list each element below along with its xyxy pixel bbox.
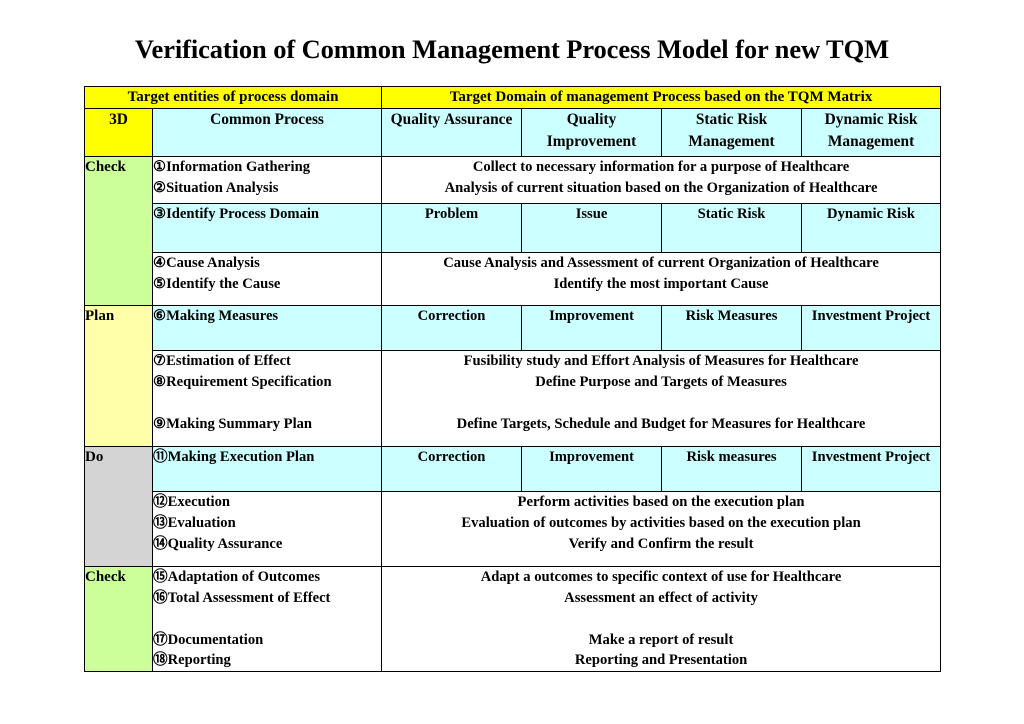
process-item: ⑯Total Assessment of Effect [153, 590, 331, 607]
description-line: Assessment an effect of activity [564, 590, 758, 607]
description-line: Cause Analysis and Assessment of current… [443, 255, 879, 272]
check1-cell-static-risk: Static Risk [661, 203, 803, 254]
plan-cell-risk-measures: Risk Measures [661, 305, 803, 352]
check1-row3-description: Cause Analysis and Assessment of current… [381, 252, 942, 307]
process-item: ⑮Adaptation of Outcomes [153, 569, 321, 586]
description-line: Verify and Confirm the result [568, 535, 754, 552]
header-col-3d: 3D [84, 108, 153, 158]
do-cell-correction: Correction [381, 446, 523, 493]
check1-row3: ④Cause Analysis ⑤Identify the Cause Caus… [85, 252, 942, 307]
check2-row1-description: Adapt a outcomes to specific context of … [381, 566, 942, 673]
plan-cell-investment-project: Investment Project [801, 305, 942, 352]
header-col-dr-line1: Dynamic Risk [824, 111, 918, 129]
phase-label-check-1: Check [84, 156, 153, 307]
header-col-dynamic-risk: Dynamic Risk Management [801, 108, 942, 158]
description-line: Fusibility study and Effort Analysis of … [463, 353, 859, 370]
process-item: ⑫Execution [153, 494, 231, 511]
do-row1-processes: ⑪Making Execution Plan [151, 446, 383, 493]
description-line: Define Targets, Schedule and Budget for … [456, 415, 866, 432]
do-cell-risk-measures: Risk measures [661, 446, 803, 493]
check1-cell-dynamic-risk: Dynamic Risk [801, 203, 942, 254]
process-item: ②Situation Analysis [153, 180, 279, 197]
header-col-static-risk: Static Risk Management [661, 108, 803, 158]
spacer-line [153, 609, 381, 630]
header-column-row: 3D Common Process Quality Assurance Qual… [84, 108, 942, 158]
description-line: Perform activities based on the executio… [517, 494, 805, 511]
header-col-qa-line2: Assurance [443, 111, 513, 129]
header-col-sr-line1: Static Risk [695, 111, 768, 129]
spacer-line [382, 393, 940, 414]
tqm-matrix-table: Target entities of process domain Target… [83, 85, 942, 673]
check1-row1-description: Collect to necessary information for a p… [381, 156, 942, 205]
header-col-qa-line1: Quality [390, 111, 441, 129]
check1-row3-processes: ④Cause Analysis ⑤Identify the Cause [151, 252, 383, 307]
spacer-line [153, 393, 381, 414]
process-item: ⑥Making Measures [153, 308, 279, 325]
description-line: Evaluation of outcomes by activities bas… [461, 515, 861, 532]
process-item: ⑰Documentation [153, 631, 264, 648]
description-line: Adapt a outcomes to specific context of … [480, 569, 842, 586]
header-group-row: Target entities of process domain Target… [83, 85, 942, 110]
process-item: ⑬Evaluation [153, 515, 236, 532]
spacer-line [382, 609, 940, 630]
plan-row2-processes: ⑦Estimation of Effect ⑧Requirement Speci… [151, 350, 383, 448]
check1-row1: Check ①Information Gathering ②Situation … [84, 156, 942, 307]
check1-cell-problem: Problem [381, 203, 523, 254]
header-col-qi-line1: Quality [566, 111, 617, 129]
header-col-dr-line2: Management [827, 133, 915, 151]
description-line: Identify the most important Cause [553, 276, 769, 293]
do-row2-processes: ⑫Execution ⑬Evaluation ⑭Quality Assuranc… [151, 491, 383, 568]
check1-cell-issue: Issue [521, 203, 663, 254]
header-col-qi-line2: Improvement [546, 133, 637, 151]
do-cell-improvement: Improvement [521, 446, 663, 493]
process-item: ⑭Quality Assurance [153, 535, 283, 552]
phase-label-do: Do [84, 446, 153, 568]
header-col-sr-line2: Management [688, 133, 775, 151]
process-item: ①Information Gathering [153, 159, 310, 176]
header-group-left: Target entities of process domain [83, 85, 383, 110]
check1-row2: ③Identify Process Domain Problem Issue S… [85, 203, 942, 254]
description-line: Make a report of result [588, 631, 734, 648]
process-item: ⑤Identify the Cause [153, 276, 281, 293]
check2-row1-processes: ⑮Adaptation of Outcomes ⑯Total Assessmen… [151, 566, 383, 673]
do-cell-investment-project: Investment Project [801, 446, 942, 493]
process-item: ⑦Estimation of Effect [153, 353, 291, 370]
process-item: ③Identify Process Domain [153, 206, 320, 223]
description-line: Analysis of current situation based on t… [444, 180, 878, 197]
plan-cell-improvement: Improvement [521, 305, 663, 352]
description-line: Define Purpose and Targets of Measures [535, 374, 787, 391]
process-item: ⑪Making Execution Plan [153, 449, 315, 466]
check2-row1: Check ⑮Adaptation of Outcomes ⑯Total Ass… [84, 566, 942, 673]
header-col-quality-assurance: Quality Assurance [381, 108, 523, 158]
process-item: ⑱Reporting [153, 652, 231, 669]
do-row2: ⑫Execution ⑬Evaluation ⑭Quality Assuranc… [85, 491, 942, 568]
check1-row2-processes: ③Identify Process Domain [151, 203, 383, 254]
do-row2-description: Perform activities based on the executio… [381, 491, 942, 568]
plan-row2-description: Fusibility study and Effort Analysis of … [381, 350, 942, 448]
header-col-common-process: Common Process [151, 108, 383, 158]
check1-row1-processes: ①Information Gathering ②Situation Analys… [151, 156, 383, 205]
do-row1: Do ⑪Making Execution Plan Correction Imp… [84, 446, 942, 568]
process-item: ⑨Making Summary Plan [153, 415, 313, 432]
process-item: ④Cause Analysis [153, 255, 260, 272]
header-group-right: Target Domain of management Process base… [381, 85, 942, 110]
header-col-quality-improvement: Quality Improvement [521, 108, 663, 158]
page-title: Verification of Common Management Proces… [134, 34, 890, 64]
plan-cell-correction: Correction [381, 305, 523, 352]
phase-label-plan: Plan [84, 305, 153, 448]
plan-row2: ⑦Estimation of Effect ⑧Requirement Speci… [85, 350, 942, 448]
description-line: Reporting and Presentation [574, 652, 748, 669]
plan-row1: Plan ⑥Making Measures Correction Improve… [84, 305, 942, 448]
plan-row1-processes: ⑥Making Measures [151, 305, 383, 352]
description-line: Collect to necessary information for a p… [472, 159, 850, 176]
phase-label-check-2: Check [84, 566, 153, 673]
process-item: ⑧Requirement Specification [153, 374, 332, 391]
